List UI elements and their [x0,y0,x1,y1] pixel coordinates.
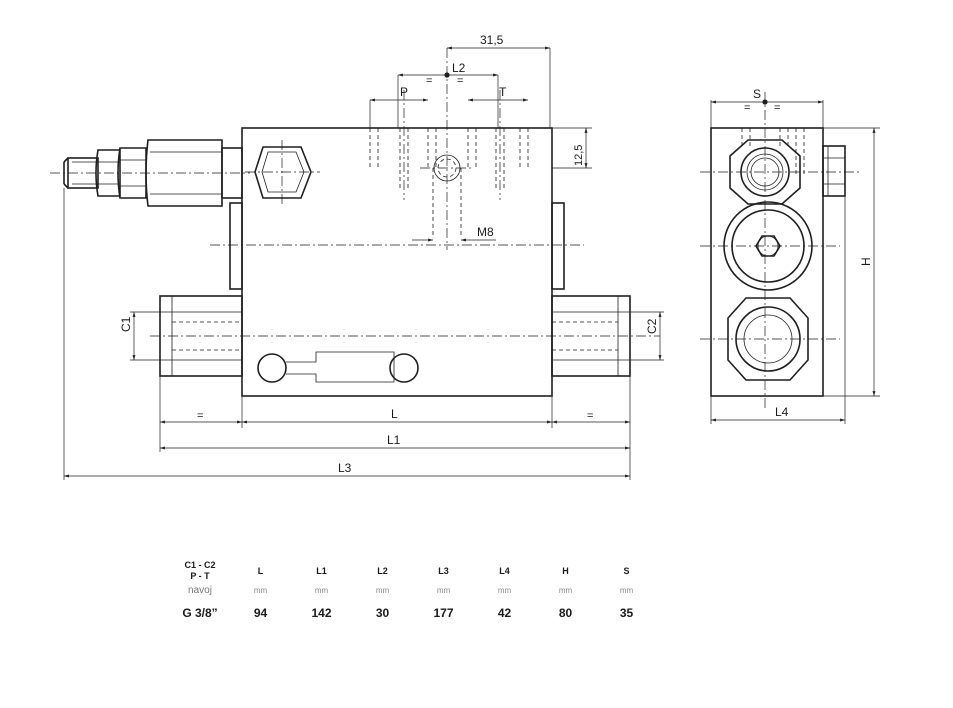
unit-l4: mm [497,585,512,595]
s-eq-left: = [744,102,750,114]
side-small-hex [822,145,846,197]
dim-eq-right: = [587,410,593,422]
value-l4: 42 [497,606,512,620]
table-value-row: G 3/8” 94 142 30 177 42 80 35 [170,598,657,624]
dim-t: T [499,85,507,99]
dim-l1: L1 [387,433,401,447]
header-l3: L3 [438,566,449,576]
l2-eq-right: = [457,75,463,87]
value-s: 35 [619,606,634,620]
dim-c1: C1 [119,316,133,332]
l2-eq-left: = [426,75,432,87]
dim-31-5: 31,5 [480,33,504,47]
cartridge-stem [63,139,243,207]
header-c1-c2: C1 - C2 [184,560,216,570]
header-s: S [623,566,630,576]
unit-l1: mm [314,585,329,595]
slot-plug [257,351,419,383]
spec-table: C1 - C2 P - T L L1 L2 L3 L4 H S navoj mm… [170,560,657,624]
header-p-t: P - T [190,571,210,581]
dim-p: P [400,85,408,99]
s-eq-right: = [774,102,780,114]
table-unit-row: navoj mm mm mm mm mm mm mm [170,582,657,598]
dim-l4: L4 [775,405,789,419]
front-dimensions: 31,5 L2 = = P T 12,5 M8 C1 C2 [63,33,664,480]
table-header-row: C1 - C2 P - T L L1 L2 L3 L4 H S [170,560,657,582]
header-l1: L1 [316,566,327,576]
unit-h: mm [558,585,573,595]
unit-s: mm [619,585,634,595]
dim-c2: C2 [645,318,659,334]
value-l1: 142 [311,606,332,620]
dim-12-5: 12,5 [573,145,585,166]
value-thread: G 3/8” [182,606,218,620]
dim-m8: M8 [477,225,494,239]
unit-l3: mm [436,585,451,595]
unit-l2: mm [375,585,390,595]
dim-s: S [753,87,761,101]
header-h: H [562,566,569,576]
front-view [50,48,660,397]
top-hex-bolt [254,146,312,199]
side-dimensions: S = = H L4 [710,87,880,424]
side-body [710,127,824,397]
dim-eq-left: = [197,410,203,422]
value-l: 94 [253,606,268,620]
header-l4: L4 [499,566,510,576]
left-side-flange [229,202,243,290]
value-l2: 30 [375,606,390,620]
value-h: 80 [558,606,573,620]
unit-thread: navoj [188,584,212,596]
header-thread: C1 - C2 P - T [170,560,230,582]
unit-l: mm [253,585,268,595]
header-l2: L2 [377,566,388,576]
dim-h: H [859,257,873,266]
side-view [700,92,860,410]
header-l: L [257,566,264,576]
right-side-flange [551,202,565,290]
internal-ports [369,128,529,190]
dim-l2: L2 [452,61,466,75]
dim-l: L [391,407,398,421]
dim-l3: L3 [338,461,352,475]
value-l3: 177 [433,606,454,620]
